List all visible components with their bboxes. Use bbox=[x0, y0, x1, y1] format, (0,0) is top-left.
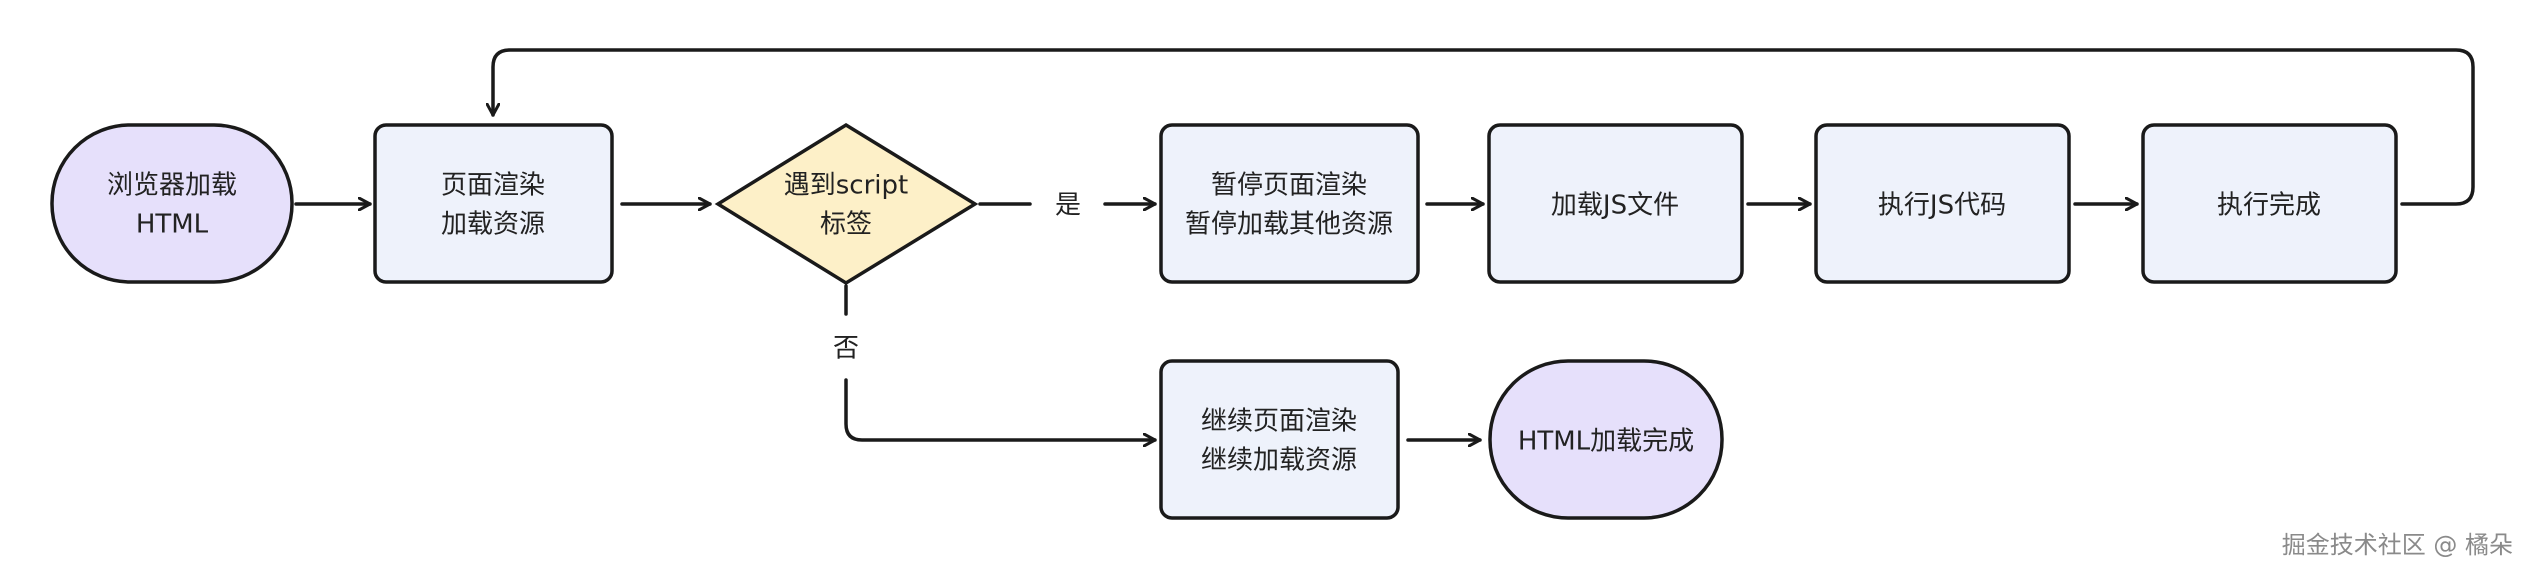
node-script-check-line-1: 遇到script bbox=[784, 171, 908, 201]
node-load-js bbox=[1487, 123, 1744, 284]
node-continue bbox=[1159, 359, 1400, 520]
nodes bbox=[50, 122, 2398, 520]
edge-label-no: 否 bbox=[833, 334, 859, 364]
node-exec-done-label: 执行完成 bbox=[2217, 191, 2321, 221]
node-script-check bbox=[714, 122, 979, 286]
edge-label-yes: 是 bbox=[1055, 191, 1081, 221]
edge-done-loop-back bbox=[493, 48, 2475, 206]
node-continue-line-1: 继续页面渲染 bbox=[1201, 407, 1357, 437]
node-exec-done bbox=[2141, 123, 2398, 284]
edge-check-no-b bbox=[844, 378, 1157, 440]
watermark: 掘金技术社区 @ 橘朵 bbox=[2281, 531, 2513, 559]
node-pause-line-1: 暂停页面渲染 bbox=[1211, 171, 1367, 201]
node-pause bbox=[1159, 123, 1420, 284]
node-browser-load-line-1: 浏览器加载 bbox=[107, 171, 237, 201]
node-exec-js bbox=[1814, 123, 2071, 284]
node-continue-line-2: 继续加载资源 bbox=[1201, 446, 1357, 476]
node-pause-line-2: 暂停加载其他资源 bbox=[1185, 210, 1393, 240]
node-labels: 浏览器加载 HTML 页面渲染 加载资源 遇到script 标签 暂停页面渲染 … bbox=[107, 171, 2321, 476]
node-script-check-line-2: 标签 bbox=[820, 210, 872, 240]
node-html-done bbox=[1488, 359, 1724, 520]
edges bbox=[294, 48, 2475, 440]
node-exec-js-label: 执行JS代码 bbox=[1878, 191, 2006, 221]
node-render-load-line-1: 页面渲染 bbox=[441, 171, 545, 201]
node-html-done-label: HTML加载完成 bbox=[1518, 427, 1694, 457]
node-render-load bbox=[373, 123, 614, 284]
node-render-load-line-2: 加载资源 bbox=[441, 210, 545, 240]
node-load-js-label: 加载JS文件 bbox=[1551, 191, 1679, 221]
node-browser-load bbox=[50, 123, 294, 284]
node-browser-load-line-2: HTML bbox=[136, 210, 209, 240]
